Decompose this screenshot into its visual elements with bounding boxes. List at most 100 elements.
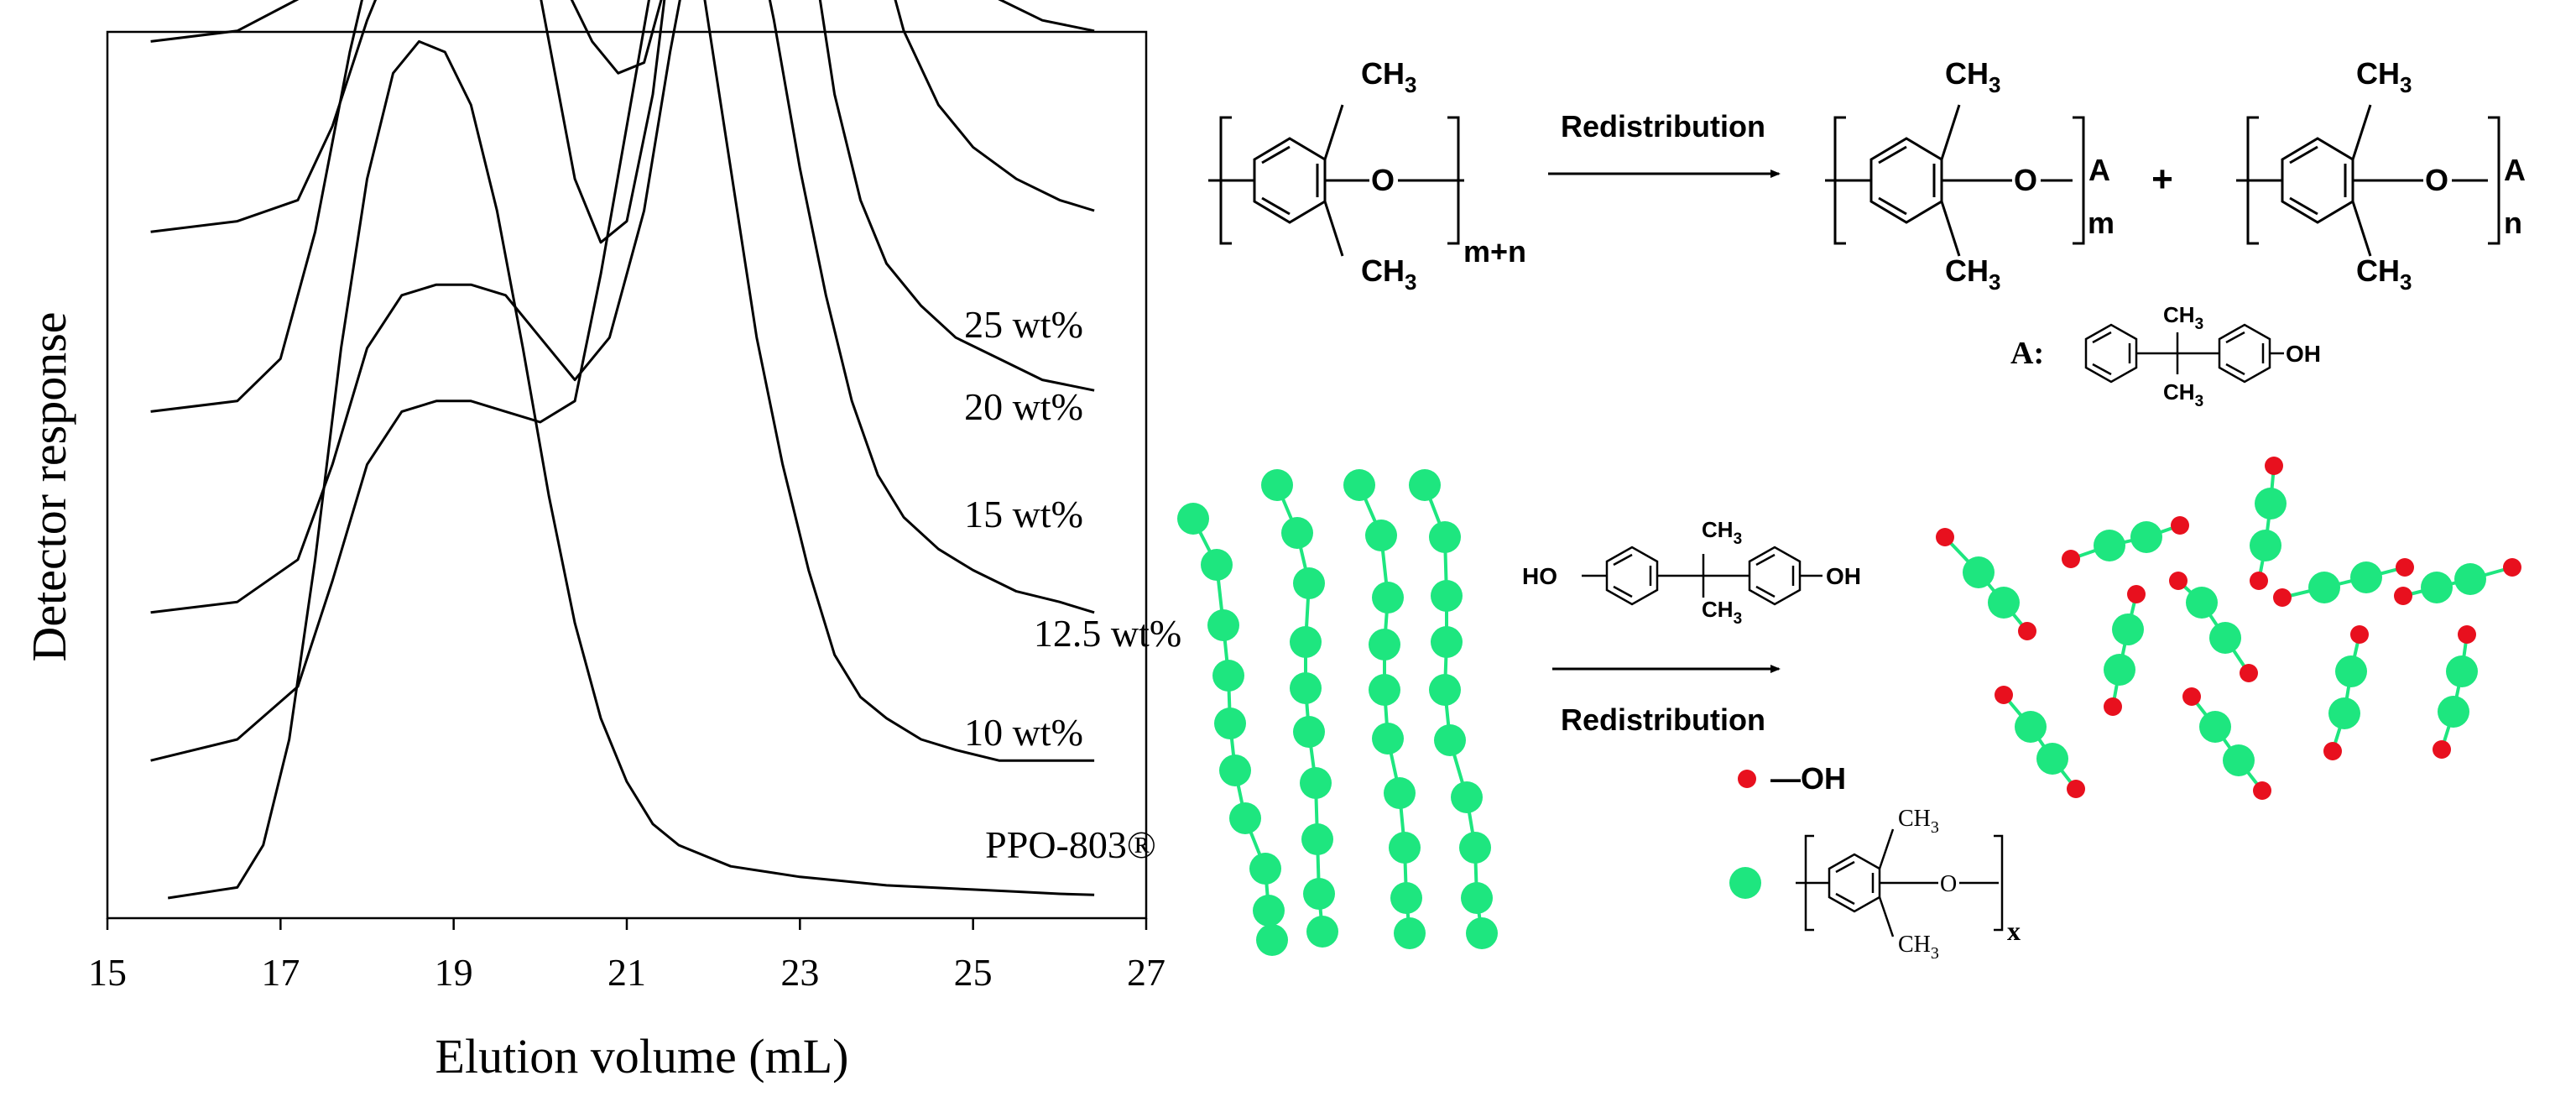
bead-legend: —OH CH3 CH3 O x xyxy=(1729,761,2021,963)
repeat-unit-bead xyxy=(1429,674,1461,706)
repeat-unit-bead xyxy=(1219,755,1251,786)
repeat-unit-bead xyxy=(2454,563,2486,595)
subscript-x: x xyxy=(2007,916,2021,946)
ch3-label: CH3 xyxy=(2163,302,2203,333)
repeat-unit-bead xyxy=(1201,549,1233,581)
chain-backbone xyxy=(2402,566,2513,598)
series-line xyxy=(150,0,1095,43)
hydroxyl-label: OH xyxy=(2286,341,2321,367)
oxygen-label: O xyxy=(1371,163,1395,197)
repeat-unit-bead xyxy=(1256,924,1288,956)
repeat-unit-bead xyxy=(2250,530,2281,561)
plus-sign: + xyxy=(2151,159,2173,200)
oh-end-bead xyxy=(2171,516,2189,535)
series-line xyxy=(150,0,1095,413)
series-line xyxy=(150,0,1095,762)
x-tick-label: 19 xyxy=(435,951,473,994)
ch3-label: CH3 xyxy=(1898,932,1939,963)
x-tick-label: 17 xyxy=(261,951,300,994)
end-group-a-structure xyxy=(2084,323,2284,384)
oh-end-bead xyxy=(2250,572,2268,590)
repeat-unit-bead xyxy=(1290,672,1322,704)
repeat-unit-bead xyxy=(1384,777,1416,809)
repeat-unit-bead xyxy=(1451,781,1483,813)
x-tick-label: 23 xyxy=(780,951,819,994)
repeat-unit-bead xyxy=(1253,895,1285,927)
chain-backbone xyxy=(1423,484,1484,934)
repeat-unit-bead xyxy=(1390,882,1422,914)
chain-backbone xyxy=(1275,484,1324,932)
plot-frame xyxy=(106,30,1148,920)
short-polymer-chains xyxy=(1936,457,2521,800)
repeat-unit-bead xyxy=(1293,716,1325,748)
series-label: PPO-803® xyxy=(985,823,1156,866)
series-label: 15 wt% xyxy=(964,493,1083,535)
repeat-unit-bead xyxy=(2104,654,2135,686)
x-tick-label: 15 xyxy=(88,951,127,994)
repeat-unit-bead xyxy=(2328,697,2360,729)
repeat-unit-legend-structure xyxy=(1796,828,2004,937)
chain-backbone xyxy=(2331,634,2361,752)
subscript-m-plus-n: m+n xyxy=(1463,234,1526,269)
repeat-unit-bead xyxy=(1281,517,1313,549)
series-line xyxy=(150,0,1095,614)
x-tick-label: 21 xyxy=(607,951,646,994)
repeat-unit-bead xyxy=(1431,626,1463,658)
repeat-unit-bead xyxy=(1214,708,1246,739)
hydroxyl-label: HO xyxy=(1522,563,1557,589)
bisphenol-a-molecule xyxy=(1552,546,1822,673)
chain-backbone xyxy=(1943,535,2029,633)
repeat-unit-bead xyxy=(2438,696,2469,728)
repeat-unit-bead xyxy=(2199,711,2231,743)
repeat-unit-bead xyxy=(1229,802,1261,834)
repeat-unit-bead xyxy=(1369,629,1400,661)
product-m-repeat-unit xyxy=(1825,104,2085,257)
end-group-a-label: A: xyxy=(2010,336,2044,371)
repeat-unit-bead xyxy=(2015,711,2047,743)
repeat-unit-bead xyxy=(1409,469,1441,501)
oh-end-bead xyxy=(2433,740,2451,759)
oh-end-bead xyxy=(1936,528,1954,546)
chain-backbone xyxy=(2002,693,2078,791)
oh-end-bead xyxy=(2240,664,2258,682)
ch3-label: CH3 xyxy=(1702,517,1742,548)
oh-end-bead xyxy=(2458,625,2476,644)
ch3-label: CH3 xyxy=(1702,597,1742,628)
subscript-n: n xyxy=(2504,206,2522,240)
repeat-unit-bead xyxy=(1212,660,1244,692)
oh-end-bead xyxy=(2350,625,2369,644)
series-label: 10 wt% xyxy=(964,711,1083,754)
repeat-unit-bead xyxy=(1343,469,1375,501)
subscript-m: m xyxy=(2088,206,2115,240)
ch3-label: CH3 xyxy=(1361,253,1416,295)
repeat-unit-bead xyxy=(1249,853,1281,885)
oh-end-bead xyxy=(2104,697,2122,716)
chain-backbone xyxy=(2070,524,2181,561)
oh-end-bead xyxy=(2253,781,2271,800)
ch3-label: CH3 xyxy=(2163,379,2203,410)
ch3-label: CH3 xyxy=(1361,56,1416,97)
repeat-unit-bead xyxy=(1207,609,1239,641)
repeat-unit-bead xyxy=(2335,655,2367,687)
series-labels: 25 wt%20 wt%15 wt%12.5 wt%10 wt%PPO-803® xyxy=(964,303,1181,866)
series-line xyxy=(150,0,1095,233)
repeat-unit-bead xyxy=(2255,488,2287,520)
repeat-unit-bead xyxy=(1301,823,1333,855)
chain-backbone xyxy=(2281,566,2406,599)
arrow-label-top: Redistribution xyxy=(1561,109,1765,144)
oh-end-bead xyxy=(2503,558,2521,577)
repeat-unit-bead xyxy=(1394,917,1426,949)
repeat-unit-bead xyxy=(1466,917,1498,949)
repeat-unit-bead xyxy=(1389,832,1421,864)
ch3-label: CH3 xyxy=(2356,56,2412,97)
oh-end-group-marker xyxy=(1738,770,1756,788)
oh-end-bead xyxy=(1995,686,2013,704)
oh-end-bead xyxy=(2182,687,2201,706)
repeat-unit-bead xyxy=(1365,520,1397,551)
repeat-unit-bead xyxy=(1293,567,1325,599)
repeat-unit-bead xyxy=(1431,580,1463,612)
repeat-unit-bead xyxy=(1369,674,1400,706)
repeat-unit-bead xyxy=(1372,582,1404,614)
ch3-label: CH3 xyxy=(2356,253,2412,295)
